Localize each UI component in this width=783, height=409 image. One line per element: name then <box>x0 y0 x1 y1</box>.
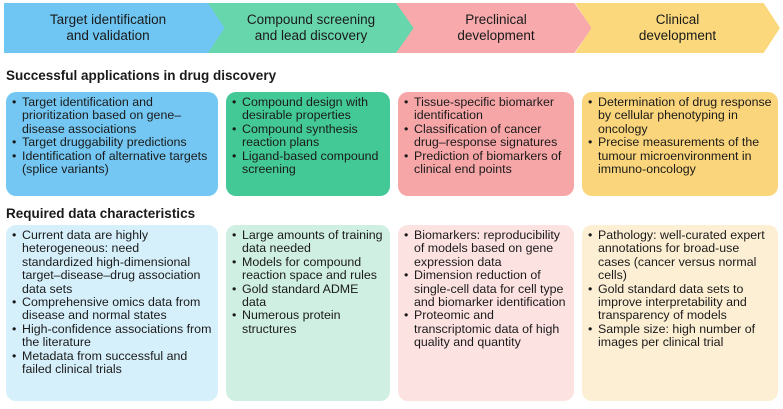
list-item: Comprehensive omics data from disease an… <box>12 295 212 323</box>
list-item: Biomarkers: reproducibility of models ba… <box>404 228 568 269</box>
stage-arrow-preclinical: Preclinical development <box>396 3 592 53</box>
requirements-box-target: Current data are highly heterogeneous: n… <box>6 225 218 401</box>
list-item: Tissue-specific biomarker identification <box>404 95 568 123</box>
list-item: Numerous protein structures <box>232 309 384 336</box>
list-item: Target druggability predictions <box>12 135 212 150</box>
bullet-list: Current data are highly heterogeneous: n… <box>12 228 212 377</box>
bullet-list: Tissue-specific biomarker identification… <box>404 95 568 177</box>
list-item: Gold standard data sets to improve inter… <box>588 282 772 323</box>
list-item: Metadata from successful and failed clin… <box>12 349 212 377</box>
bullet-list: Large amounts of training data needed Mo… <box>232 228 384 336</box>
section-title-requirements: Required data characteristics <box>6 206 196 221</box>
section-title-applications: Successful applications in drug discover… <box>6 68 277 83</box>
stage-arrow-target-identification: Target identification and validation <box>4 3 226 53</box>
bullet-list: Pathology: well-curated expert annotatio… <box>588 228 772 350</box>
applications-box-preclinical: Tissue-specific biomarker identification… <box>398 92 574 196</box>
stage-label: Target identification and validation <box>49 12 167 43</box>
list-item: Pathology: well-curated expert annotatio… <box>588 228 772 283</box>
stage-label: Preclinical development <box>457 12 535 43</box>
list-item: Precise measurements of the tumour micro… <box>588 135 772 176</box>
list-item: Classification of cancer drug–response s… <box>404 122 568 150</box>
requirements-box-clinical: Pathology: well-curated expert annotatio… <box>582 225 778 401</box>
list-item: Current data are highly heterogeneous: n… <box>12 228 212 296</box>
applications-box-clinical: Determination of drug response by cellul… <box>582 92 778 196</box>
bullet-list: Biomarkers: reproducibility of models ba… <box>404 228 568 350</box>
requirements-box-compound: Large amounts of training data needed Mo… <box>226 225 390 401</box>
list-item: Models for compound reaction space and r… <box>232 255 384 283</box>
list-item: Dimension reduction of single-cell data … <box>404 268 568 309</box>
applications-box-target: Target identification and prioritization… <box>6 92 218 196</box>
stage-arrow-compound-screening: Compound screening and lead discovery <box>208 3 414 53</box>
stage-label: Compound screening and lead discovery <box>246 12 376 43</box>
list-item: Determination of drug response by cellul… <box>588 95 772 136</box>
bullet-list: Compound design with desirable propertie… <box>232 95 384 177</box>
requirements-box-preclinical: Biomarkers: reproducibility of models ba… <box>398 225 574 401</box>
applications-box-compound: Compound design with desirable propertie… <box>226 92 390 196</box>
stage-label: Clinical development <box>638 12 717 43</box>
list-item: Identification of alternative targets (s… <box>12 149 212 177</box>
list-item: Proteomic and transcriptomic data of hig… <box>404 309 568 349</box>
bullet-list: Target identification and prioritization… <box>12 95 212 177</box>
list-item: Gold standard ADME data <box>232 282 384 310</box>
list-item: High-confidence associations from the li… <box>12 322 212 350</box>
stage-arrow-clinical: Clinical development <box>575 3 780 53</box>
list-item: Ligand-based compound screening <box>232 149 384 177</box>
list-item: Compound synthesis reaction plans <box>232 122 384 150</box>
list-item: Compound design with desirable propertie… <box>232 95 384 123</box>
list-item: Large amounts of training data needed <box>232 228 384 256</box>
list-item: Target identification and prioritization… <box>12 95 212 136</box>
list-item: Prediction of biomarkers of clinical end… <box>404 149 568 177</box>
bullet-list: Determination of drug response by cellul… <box>588 95 772 176</box>
list-item: Sample size: high number of images per c… <box>588 322 772 350</box>
